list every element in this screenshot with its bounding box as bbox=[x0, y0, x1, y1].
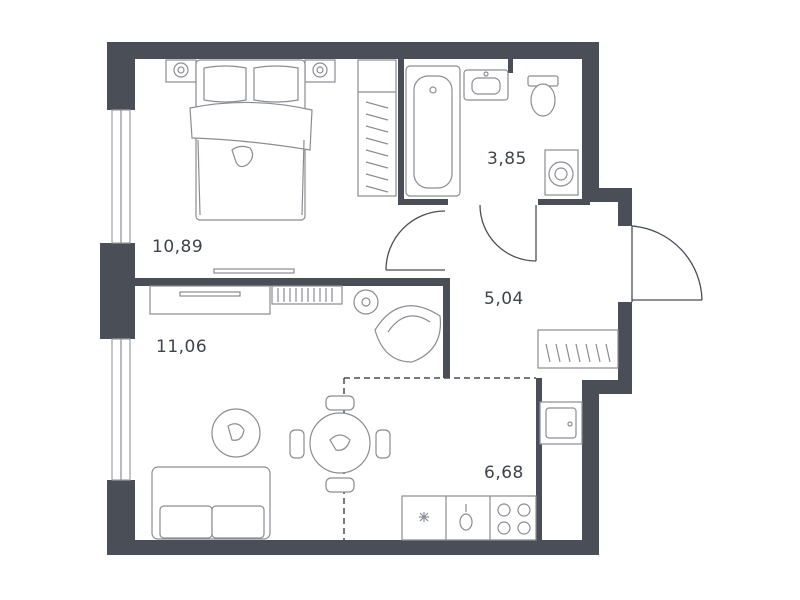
toilet-icon bbox=[530, 83, 556, 117]
area-kitchen: 6,68 bbox=[484, 463, 524, 483]
stove-burner-3 bbox=[497, 521, 511, 535]
area-labels: 10,89 3,85 5,04 11,06 6,68 bbox=[152, 149, 527, 483]
washing-machine-drum-icon bbox=[548, 161, 574, 187]
chair-top bbox=[325, 395, 355, 411]
wall-bathroom-left bbox=[398, 59, 404, 205]
pet-icon bbox=[231, 145, 254, 168]
bathroom-fixtures bbox=[405, 65, 579, 197]
stove-burner-4 bbox=[517, 521, 531, 535]
wall-living-hall bbox=[443, 278, 450, 378]
wall-entry-lower bbox=[618, 302, 632, 394]
wardrobe-bedroom bbox=[357, 59, 397, 197]
hallway-furniture bbox=[537, 329, 619, 369]
area-living-room: 11,06 bbox=[156, 337, 207, 357]
wall-bedroom-living bbox=[135, 278, 450, 286]
tv-living bbox=[179, 291, 241, 297]
outer-walls bbox=[100, 42, 632, 555]
chair-left bbox=[289, 429, 305, 459]
plant-icon bbox=[329, 434, 351, 451]
bedroom-furniture bbox=[165, 59, 397, 274]
wall-top bbox=[107, 42, 599, 59]
area-bathroom: 3,85 bbox=[487, 149, 527, 169]
armchair bbox=[374, 305, 442, 363]
coffee-table bbox=[211, 408, 261, 458]
wall-right-bathroom bbox=[582, 42, 599, 202]
door-bathroom-swing bbox=[479, 204, 537, 262]
wall-left-top bbox=[107, 42, 135, 110]
wardrobe-hall bbox=[537, 329, 619, 369]
living-furniture bbox=[149, 285, 442, 540]
wall-kitchen bbox=[536, 378, 542, 540]
wall-bathroom-bottom-left bbox=[398, 199, 448, 205]
pillow-left bbox=[203, 65, 247, 103]
chair-bottom bbox=[325, 477, 355, 493]
kitchen-furniture bbox=[401, 401, 583, 541]
stove-burner-1 bbox=[497, 503, 511, 517]
dining-table bbox=[309, 412, 371, 474]
wall-bathroom-bottom-right bbox=[538, 199, 590, 205]
blanket-fold bbox=[189, 101, 313, 151]
chair-right bbox=[375, 429, 391, 459]
sofa-cushion-left bbox=[159, 505, 213, 539]
wall-left-middle bbox=[100, 243, 135, 339]
bathtub-inner bbox=[413, 75, 453, 189]
wall-entry-upper bbox=[618, 188, 632, 226]
area-bedroom: 10,89 bbox=[152, 237, 203, 257]
doors bbox=[385, 204, 703, 302]
tv-stand bbox=[149, 285, 271, 315]
fridge-snowflake-icon bbox=[419, 512, 429, 522]
stove-burner-2 bbox=[517, 503, 531, 517]
area-hallway: 5,04 bbox=[484, 289, 524, 309]
decor-icon bbox=[227, 423, 245, 441]
door-bedroom-swing bbox=[385, 210, 446, 271]
wall-bathroom-partition bbox=[508, 59, 513, 73]
sofa-cushion-right bbox=[211, 505, 265, 539]
wall-bottom bbox=[107, 540, 599, 555]
pillow-right bbox=[253, 65, 299, 103]
door-entry-swing bbox=[631, 225, 703, 301]
dishwasher-icon bbox=[459, 513, 473, 531]
tv-bedroom bbox=[213, 268, 295, 274]
wall-right-kitchen bbox=[582, 380, 599, 555]
windows bbox=[111, 109, 131, 481]
